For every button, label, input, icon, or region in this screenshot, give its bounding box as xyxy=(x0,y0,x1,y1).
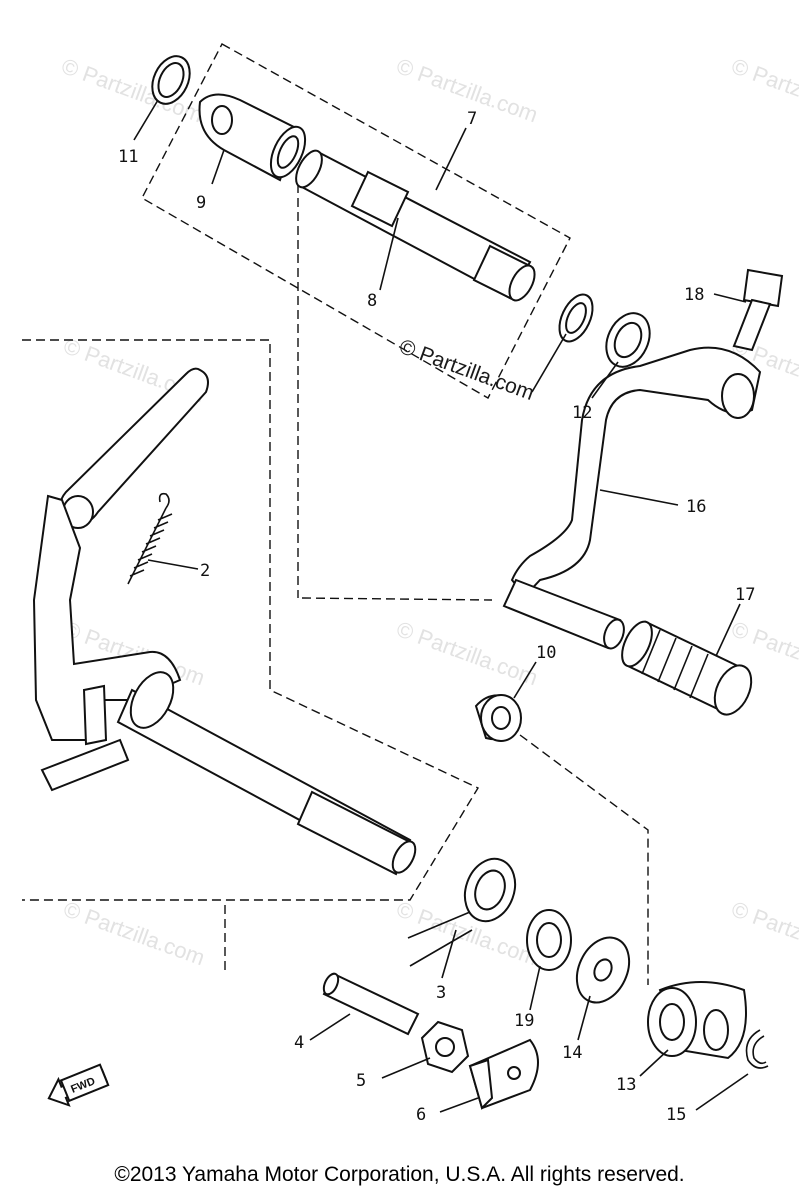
assembly-outlines xyxy=(22,43,649,985)
callout-7: 7 xyxy=(467,109,477,129)
callout-19: 19 xyxy=(514,1011,534,1031)
alignment-line xyxy=(519,734,649,985)
part-3-torsion-spring xyxy=(407,857,517,967)
assembly-box-7 xyxy=(141,43,571,399)
callout-14: 14 xyxy=(562,1043,582,1063)
watermark-tile: © Partzilla.com xyxy=(393,616,541,690)
part-12-oil-seal xyxy=(558,293,651,368)
part-17-pedal-rubber xyxy=(621,620,753,716)
fwd-arrow: FWD xyxy=(47,1063,110,1107)
callout-15: 15 xyxy=(666,1105,686,1125)
callout-9: 9 xyxy=(196,193,206,213)
leader-lines xyxy=(133,99,749,1113)
callout-6: 6 xyxy=(416,1105,426,1125)
part-13-collar xyxy=(647,981,747,1060)
part-8-shaft xyxy=(295,149,536,302)
callout-5: 5 xyxy=(356,1071,366,1091)
part-5-nut xyxy=(420,1020,470,1074)
alignment-line xyxy=(301,597,493,601)
watermark-tile: © Partzilla.com xyxy=(728,53,799,127)
callout-labels: 11 9 7 8 18 12 16 17 10 2 3 4 5 6 19 14 … xyxy=(118,109,755,1125)
callout-17: 17 xyxy=(735,585,755,605)
watermark-tile: © Partzilla.com xyxy=(60,896,208,970)
callout-11: 11 xyxy=(118,147,138,167)
part-4-bolt xyxy=(322,972,420,1036)
part-6-plate xyxy=(468,1038,539,1110)
part-9-shaft-joint xyxy=(198,93,307,182)
part-2-spring xyxy=(127,492,173,585)
watermark-main: © Partzilla.com xyxy=(396,335,537,405)
part-19-seal xyxy=(526,909,572,971)
callout-12: 12 xyxy=(572,403,592,423)
part-16-shift-pedal xyxy=(502,346,762,650)
callout-2: 2 xyxy=(200,561,210,581)
callout-3: 3 xyxy=(436,983,446,1003)
part-1-shift-shaft xyxy=(32,367,417,876)
part-11-washer xyxy=(151,55,191,105)
part-14-washer xyxy=(575,936,631,1004)
callout-4: 4 xyxy=(294,1033,304,1053)
callout-18: 18 xyxy=(684,285,704,305)
watermark-tile: © Partzilla.com xyxy=(728,896,799,970)
part-18-bolt xyxy=(732,268,784,352)
callout-16: 16 xyxy=(686,497,706,517)
part-10-bushing xyxy=(474,694,522,742)
assembly-box-1 xyxy=(22,339,480,901)
callout-10: 10 xyxy=(536,643,556,663)
callout-13: 13 xyxy=(616,1075,636,1095)
part-15-circlip xyxy=(745,1029,769,1069)
copyright-notice: ©2013 Yamaha Motor Corporation, U.S.A. A… xyxy=(114,1163,685,1186)
callout-8: 8 xyxy=(367,291,377,311)
